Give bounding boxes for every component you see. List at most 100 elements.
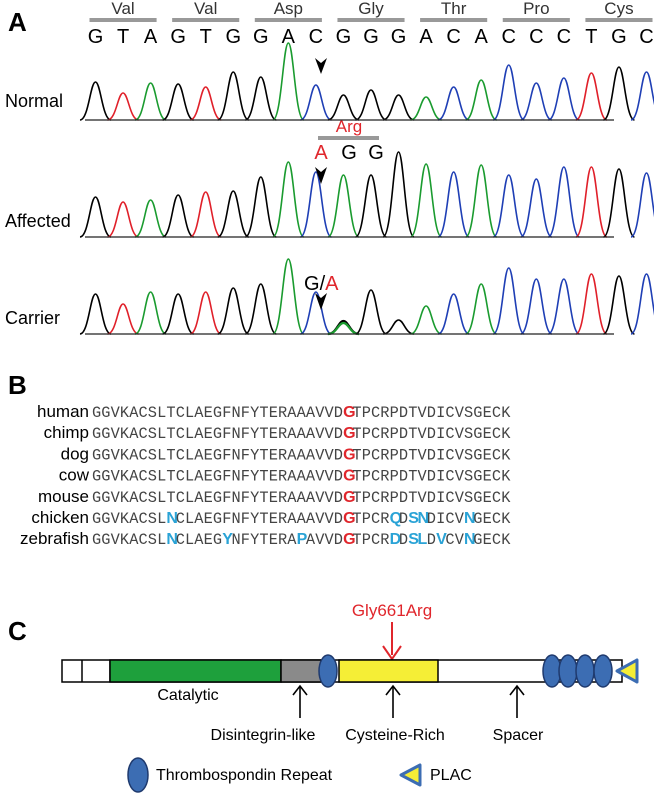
arrowhead-affected [315,167,327,184]
codon-nt: G [336,26,352,48]
sequence: GGVKACSLTCLAEGFNFYTERAAAVVDGTPCRPDTVDICV… [92,404,511,422]
codon-aa-label: Val [194,0,217,18]
chromatogram-peak [575,72,608,121]
sequence: GGVKACSLTCLAEGFNFYTERAAAVVDGTPCRPDTVDICV… [92,446,511,464]
codon-nt: A [144,26,158,48]
chromatogram-peak [602,66,635,121]
mutant-nt-3: G [368,142,384,164]
chromatogram-peak [107,303,139,335]
codon-nt: G [363,26,379,48]
tsp-repeat-1 [318,654,338,688]
label-catalytic: Catalytic [157,687,218,704]
chromatogram-peak [382,94,415,121]
codon-nt: A [419,26,433,48]
chromatogram-peak [79,196,112,238]
chromatogram-peak [437,86,470,121]
chromatogram-peak [465,79,498,121]
chromatogram-peak [272,258,305,335]
carrier-call: G/A [304,273,339,295]
mutant-aa-bar [318,136,379,140]
chromatogram-peak [134,291,167,335]
mutation-label: Gly661Arg [352,601,432,620]
chromatogram-peak [162,83,195,121]
chromatogram-peak [107,92,139,121]
chromatogram-peak [630,71,654,121]
chromatogram-peak [382,151,415,238]
codon-nt: T [585,26,597,48]
chromatogram-peak [520,278,553,335]
chromatogram-peak [492,267,526,335]
chromatogram-peak [79,81,112,121]
label-disintegrin: Disintegrin-like [211,727,316,744]
tsp-repeat-5 [593,654,613,688]
chromatogram-peak [547,166,581,238]
codon-bar [254,18,322,22]
codon-nt: T [200,26,212,48]
chromatogram-peak [492,64,525,121]
chromatogram-peak [272,42,305,121]
track-label-affected: Affected [5,211,71,231]
sequence: GGVKACSLTCLAEGFNFYTERAAAVVDGTPCRPDTVDICV… [92,489,511,507]
mutant-nt-2: G [341,142,357,164]
legend-thrombospondin: Thrombospondin Repeat [156,767,333,784]
chromatogram-peak [630,172,654,238]
codon-nt: G [170,26,186,48]
pointer-disintegrin [292,684,308,718]
chromatogram-peak [520,178,553,238]
chromatogram-peak [354,174,388,238]
label-spacer: Spacer [493,727,544,744]
chromatogram-peak [327,321,360,336]
chromatogram-peak [520,82,553,121]
species-label: chicken [31,508,89,527]
plac-triangle-icon [399,763,422,787]
codon-bar [585,18,653,22]
codon-aa-label: Thr [441,0,467,18]
codon-bar [89,18,157,22]
codon-nt: G [391,26,407,48]
mutation-arrow-head [382,645,402,661]
chromatogram-peak [244,76,277,121]
chromatogram-peak [575,166,608,238]
codon-aa-label: Val [111,0,134,18]
tsp-repeat-3 [558,654,578,688]
arrowhead-carrier [315,293,327,310]
pointer-cysteine-rich [385,684,401,718]
codon-nt: C [557,26,571,48]
sequence: GGVKACSLTCLAEGFNFYTERAAAVVDGTPCRPDTVDICV… [92,425,511,443]
sequence: GGVKACSLTCLAEGFNFYTERAAAVVDGTPCRPDTVDICV… [92,468,511,486]
chromatogram-peak [492,174,526,238]
chromatogram-peak [327,94,360,121]
chromatogram-peak [437,293,470,335]
mutant-aa-label: Arg [336,117,362,136]
chromatogram-carrier [79,258,654,336]
codon-nt: G [253,26,269,48]
chromatogram-peak [189,291,222,335]
chromatogram-peak [189,86,222,121]
label-cysteine-rich: Cysteine-Rich [345,727,445,744]
chromatogram-peak [465,283,498,335]
mutant-nt-1: A [314,142,328,164]
plac-domain [615,658,639,684]
pointer-spacer [509,684,525,718]
chromatogram-peak [547,77,580,121]
track-label-carrier: Carrier [5,308,60,328]
codon-bar [337,18,405,22]
chromatogram-peak [409,163,443,238]
chromatogram-peak [217,71,250,121]
chromatogram-peak [547,278,580,335]
codon-bar [420,18,488,22]
chromatogram-peak [79,293,112,335]
chromatogram-peak [162,194,195,238]
chromatogram-peak [107,201,139,238]
codon-nt: T [117,26,129,48]
codon-aa-label: Cys [604,0,633,18]
codon-bar [502,18,570,22]
species-label: cow [59,466,90,485]
codon-nt: G [88,26,104,48]
panel-a-letter: A [8,7,27,37]
chromatogram-peak [410,305,442,335]
chromatogram-peak [134,199,167,238]
codon-nt: A [475,26,489,48]
